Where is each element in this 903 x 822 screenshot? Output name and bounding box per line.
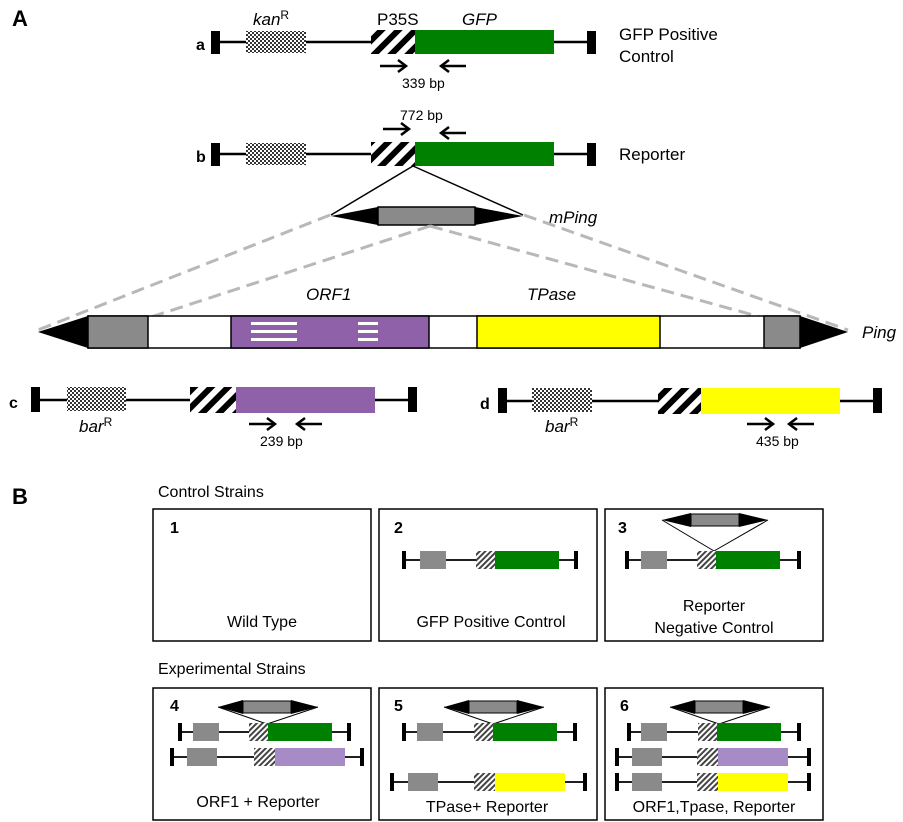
kanr-marker — [246, 143, 306, 165]
construct-b-letter: b — [196, 149, 206, 166]
ping-utr-right — [763, 315, 801, 349]
mini-gfp-control-construct — [402, 551, 578, 569]
amplicon-d: 435 bp — [756, 433, 799, 449]
strain-number: 1 — [170, 520, 179, 537]
amplicon-c: 239 bp — [260, 433, 303, 449]
construct-c-letter: c — [9, 395, 18, 412]
construct-a-name-2: Control — [619, 47, 674, 66]
strain-number: 2 — [394, 520, 403, 537]
barr-marker — [67, 387, 126, 411]
strain-number: 4 — [170, 698, 179, 715]
orf1-repeat-2 — [358, 318, 378, 346]
orf1-label: ORF1 — [306, 285, 351, 304]
mini-reporter-construct — [178, 700, 351, 741]
orf1-gene — [236, 387, 375, 413]
gfp-gene — [415, 30, 554, 54]
strain-label: TPase+ Reporter — [426, 799, 549, 816]
border-left — [211, 31, 220, 54]
construct-a: a kanR P35S GFP GFP Positive Control 339… — [196, 8, 718, 91]
strain-label: ORF1 + Reporter — [196, 794, 320, 811]
ping-element: ORF1 TPase Ping — [38, 285, 897, 349]
strain-number: 3 — [618, 520, 627, 537]
tpase-gene — [476, 315, 661, 349]
gfp-label: GFP — [462, 10, 498, 29]
tir-right — [800, 316, 848, 348]
p35s-promoter — [371, 30, 415, 54]
ping-label: Ping — [862, 323, 897, 342]
mini-reporter-construct — [402, 700, 577, 741]
strain-box-1: 1 Wild Type — [152, 508, 372, 642]
control-strains-heading: Control Strains — [158, 484, 264, 501]
strain-label-line2: Negative Control — [654, 620, 773, 637]
strain-box-4: 4 ORF1 + Reporter — [152, 687, 372, 821]
tir-left — [38, 316, 88, 348]
construct-a-name-1: GFP Positive — [619, 25, 718, 44]
barr-label: barR — [545, 415, 579, 436]
kanr-marker — [246, 31, 306, 53]
strain-number: 5 — [394, 698, 403, 715]
mini-orf1-construct — [615, 748, 811, 766]
mping-element: mPing — [331, 206, 598, 227]
strain-label-line1: Reporter — [683, 598, 746, 615]
p35s-promoter — [371, 142, 415, 166]
mini-orf1-construct — [170, 748, 364, 766]
mini-tpase-construct — [390, 773, 587, 791]
amplicon-b: 772 bp — [400, 107, 443, 123]
gfp-gene — [415, 142, 554, 166]
construct-d-letter: d — [480, 396, 490, 413]
construct-b-name: Reporter — [619, 145, 685, 164]
kanr-label: kanR — [253, 8, 289, 29]
p35s-promoter — [190, 387, 236, 413]
barr-marker — [532, 388, 592, 412]
construct-b: b Reporter 772 bp — [196, 107, 685, 216]
dashed-lines — [37, 213, 849, 332]
construct-d: d barR 435 bp — [480, 388, 882, 449]
barr-label: barR — [79, 415, 113, 436]
experimental-strains-heading: Experimental Strains — [158, 661, 306, 678]
strain-box-6: 6 ORF — [604, 687, 824, 821]
strain-box-5: 5 TPase+ Reporter — [378, 687, 598, 821]
ping-utr-left — [87, 315, 149, 349]
panel-label-a: A — [12, 6, 28, 31]
p35s-promoter — [658, 388, 701, 414]
orf1-repeat-1 — [251, 318, 297, 346]
border-right — [587, 31, 596, 54]
strain-label: GFP Positive Control — [416, 614, 565, 631]
tpase-gene — [701, 388, 840, 414]
amplicon-a: 339 bp — [402, 75, 445, 91]
tpase-label: TPase — [527, 285, 576, 304]
strain-label: Wild Type — [227, 614, 297, 631]
mini-reporter-construct — [627, 700, 801, 741]
strain-label: ORF1,Tpase, Reporter — [633, 799, 796, 816]
p35s-label: P35S — [377, 10, 419, 29]
construct-c: c barR 239 bp — [9, 387, 417, 449]
tir-left — [331, 207, 378, 225]
mping-body — [377, 206, 476, 226]
mini-reporter-construct — [625, 513, 801, 569]
construct-a-letter: a — [196, 37, 205, 54]
strain-box-3: 3 Reporter Negative Control — [604, 508, 824, 642]
tir-right — [475, 207, 523, 225]
mini-tpase-construct — [615, 773, 811, 791]
strain-number: 6 — [620, 698, 629, 715]
mping-label: mPing — [549, 208, 598, 227]
panel-label-b: B — [12, 484, 28, 509]
strain-box-2: 2 GFP Positive Control — [378, 508, 598, 642]
